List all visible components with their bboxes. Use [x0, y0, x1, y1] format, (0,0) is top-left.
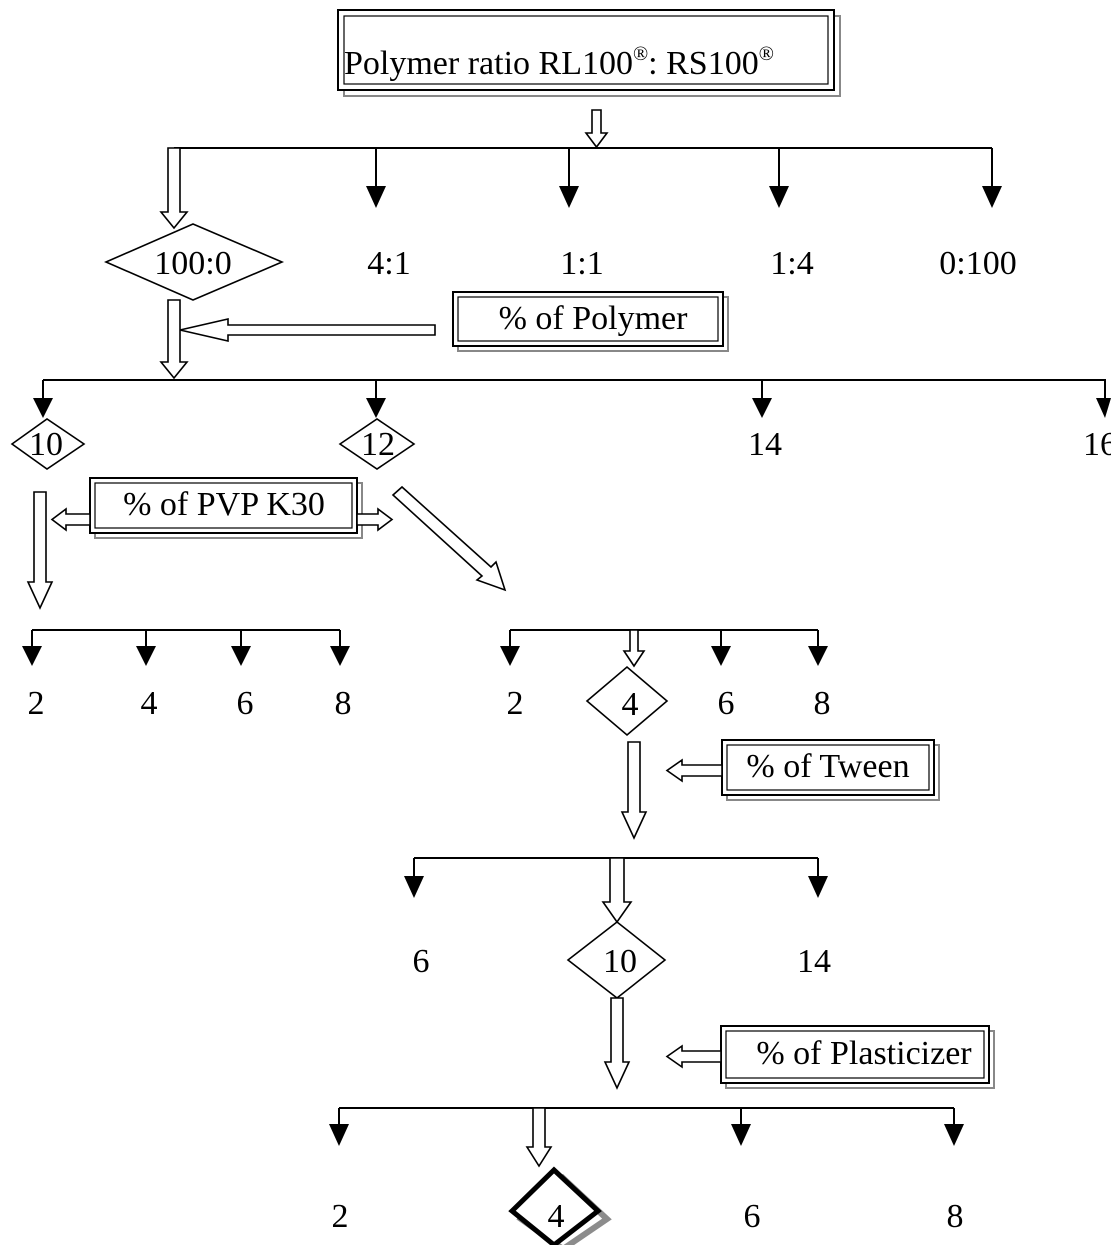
title-box: Polymer ratio RL100®: RS100®: [337, 9, 841, 97]
hollow-arrow: [620, 741, 648, 840]
arrowhead: [22, 646, 42, 666]
ratio-label: 100:0: [154, 245, 231, 282]
pvp-level-label: 2: [507, 685, 524, 722]
pvp-level-label: 2: [28, 685, 45, 722]
optimum-diamond: [508, 1166, 602, 1245]
pvp-level-label: 6: [237, 685, 254, 722]
hollow-arrow: [603, 997, 631, 1090]
arrowhead: [731, 1124, 751, 1146]
polymer-level-label: 14: [748, 426, 782, 463]
ratio-label: 4:1: [367, 245, 410, 282]
plasticizer-level-label: 2: [332, 1198, 349, 1235]
selected-diamond: [10, 418, 86, 470]
plasticizer-level-label: 6: [744, 1198, 761, 1235]
hollow-arrow: [601, 857, 633, 924]
pvp-level-label: 6: [718, 685, 735, 722]
tween-level-label: 6: [413, 943, 430, 980]
hollow-arrow-left: [665, 1044, 722, 1069]
hollow-arrow: [159, 147, 189, 230]
hollow-arrow-left: [665, 758, 723, 783]
arrowhead: [500, 646, 520, 666]
selected-diamond: [338, 418, 416, 470]
plasticizer-level-label: 8: [947, 1198, 964, 1235]
selected-diamond: [104, 223, 285, 301]
plasticizer-step-box: % of Plasticizer: [720, 1025, 995, 1089]
hollow-arrow-left: [50, 507, 91, 532]
hollow-arrow: [26, 491, 54, 610]
arrowhead: [404, 876, 424, 898]
tween-level-label: 14: [797, 943, 831, 980]
arrowhead: [1096, 398, 1111, 418]
arrowhead: [769, 186, 789, 208]
arrowhead: [808, 646, 828, 666]
polymer-level-label: 10: [29, 426, 63, 463]
arrowhead: [944, 1124, 964, 1146]
arrowhead: [559, 186, 579, 208]
plasticizer-step-label: % of Plasticizer: [756, 1035, 972, 1072]
pvp-step-label: % of PVP K30: [123, 486, 325, 523]
arrowhead: [329, 1124, 349, 1146]
hollow-arrow: [525, 1107, 553, 1168]
pvp-level-label: 8: [335, 685, 352, 722]
ratio-label: 0:100: [939, 245, 1016, 282]
arrowhead: [808, 876, 828, 898]
arrowhead: [711, 646, 731, 666]
polymer-step-box: % of Polymer: [452, 291, 729, 352]
hollow-arrow: [584, 109, 609, 149]
pvp-level-label: 4: [622, 686, 639, 723]
tween-level-label: 10: [603, 943, 637, 980]
hollow-arrow: [622, 629, 646, 668]
arrowhead: [330, 646, 350, 666]
hollow-arrow-diagonal: [391, 485, 507, 592]
selected-diamond: [566, 920, 667, 1000]
pvp-step-box: % of PVP K30: [89, 477, 363, 539]
selected-diamond: [585, 665, 669, 737]
arrowhead: [982, 186, 1002, 208]
arrowhead: [366, 186, 386, 208]
tween-step-label: % of Tween: [746, 748, 909, 785]
arrowhead: [231, 646, 251, 666]
ratio-label: 1:4: [770, 245, 813, 282]
hollow-arrow-left: [179, 317, 436, 343]
pvp-level-label: 4: [141, 685, 158, 722]
arrowhead: [136, 646, 156, 666]
polymer-level-label: 16: [1083, 426, 1111, 463]
arrowhead: [366, 398, 386, 418]
arrowhead: [752, 398, 772, 418]
arrowhead: [33, 398, 53, 418]
hollow-arrow: [159, 299, 189, 380]
polymer-step-label: % of Polymer: [499, 300, 689, 337]
plasticizer-level-label: 4: [548, 1198, 565, 1235]
ratio-label: 1:1: [560, 245, 603, 282]
polymer-level-label: 12: [361, 426, 395, 463]
hollow-arrow-right: [356, 507, 394, 532]
tween-step-box: % of Tween: [721, 739, 940, 801]
title-text: Polymer ratio RL100®: RS100®: [344, 43, 774, 82]
pvp-level-label: 8: [814, 685, 831, 722]
